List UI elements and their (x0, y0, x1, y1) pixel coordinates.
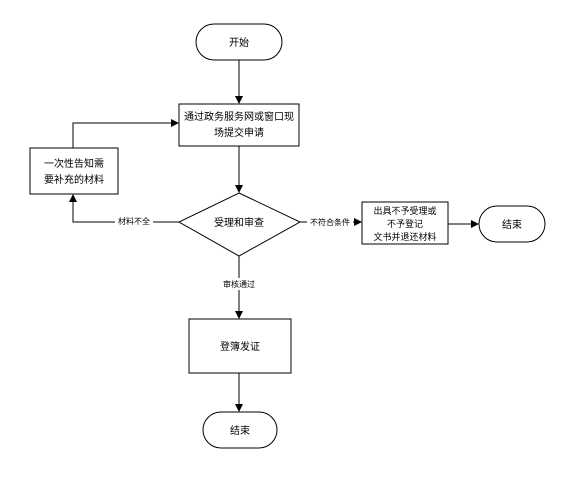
start-node (195, 23, 283, 61)
notify-node (29, 147, 119, 195)
edge-label-bg-not-compliant (307, 216, 353, 228)
review-decision-label: 受理和审查 (214, 216, 264, 229)
arrowhead-start-to-submit (235, 96, 243, 104)
reject-node-label-line1: 出具不予受理或 (373, 205, 436, 217)
start-node-label: 开始 (229, 36, 249, 49)
edge-notify-to-submit (72, 122, 171, 148)
arrowhead-notify-to-submit (171, 119, 179, 127)
notify-node-label-line2: 要补充的材料 (44, 173, 104, 186)
register-node-label: 登簿发证 (220, 340, 260, 353)
submit-node-label-line1: 通过政务服务网或窗口现 (184, 110, 294, 123)
reject-node-label-line2: 不予登记 (387, 219, 423, 230)
review-decision-node (177, 192, 302, 257)
submit-node-label-line2: 场提交申请 (214, 126, 264, 139)
arrowhead-submit-to-review (235, 185, 243, 193)
edge-label-approved: 审核通过 (223, 279, 255, 289)
reject-node-label-line3: 文书并退还材料 (373, 231, 436, 243)
end-right-node (478, 205, 546, 243)
arrowhead-review-to-register (235, 311, 243, 319)
submit-node (178, 103, 300, 147)
end-bottom-node (202, 411, 278, 449)
edge-label-incomplete: 材料不全 (118, 216, 150, 226)
end-bottom-node-label: 结束 (230, 424, 250, 437)
register-node (188, 318, 292, 374)
edge-label-not-compliant: 不符合条件 (310, 217, 350, 227)
notify-node-label-line1: 一次性告知需 (44, 157, 104, 170)
reject-node (361, 201, 449, 245)
arrowhead-reject-to-end (471, 220, 479, 228)
arrowhead-review-to-notify (69, 194, 77, 202)
arrowhead-review-to-reject (354, 218, 362, 226)
edge-label-bg-approved (220, 278, 258, 290)
edge-label-bg-incomplete (115, 215, 153, 227)
arrowhead-register-to-end (235, 404, 243, 412)
end-right-node-label: 结束 (502, 218, 522, 231)
